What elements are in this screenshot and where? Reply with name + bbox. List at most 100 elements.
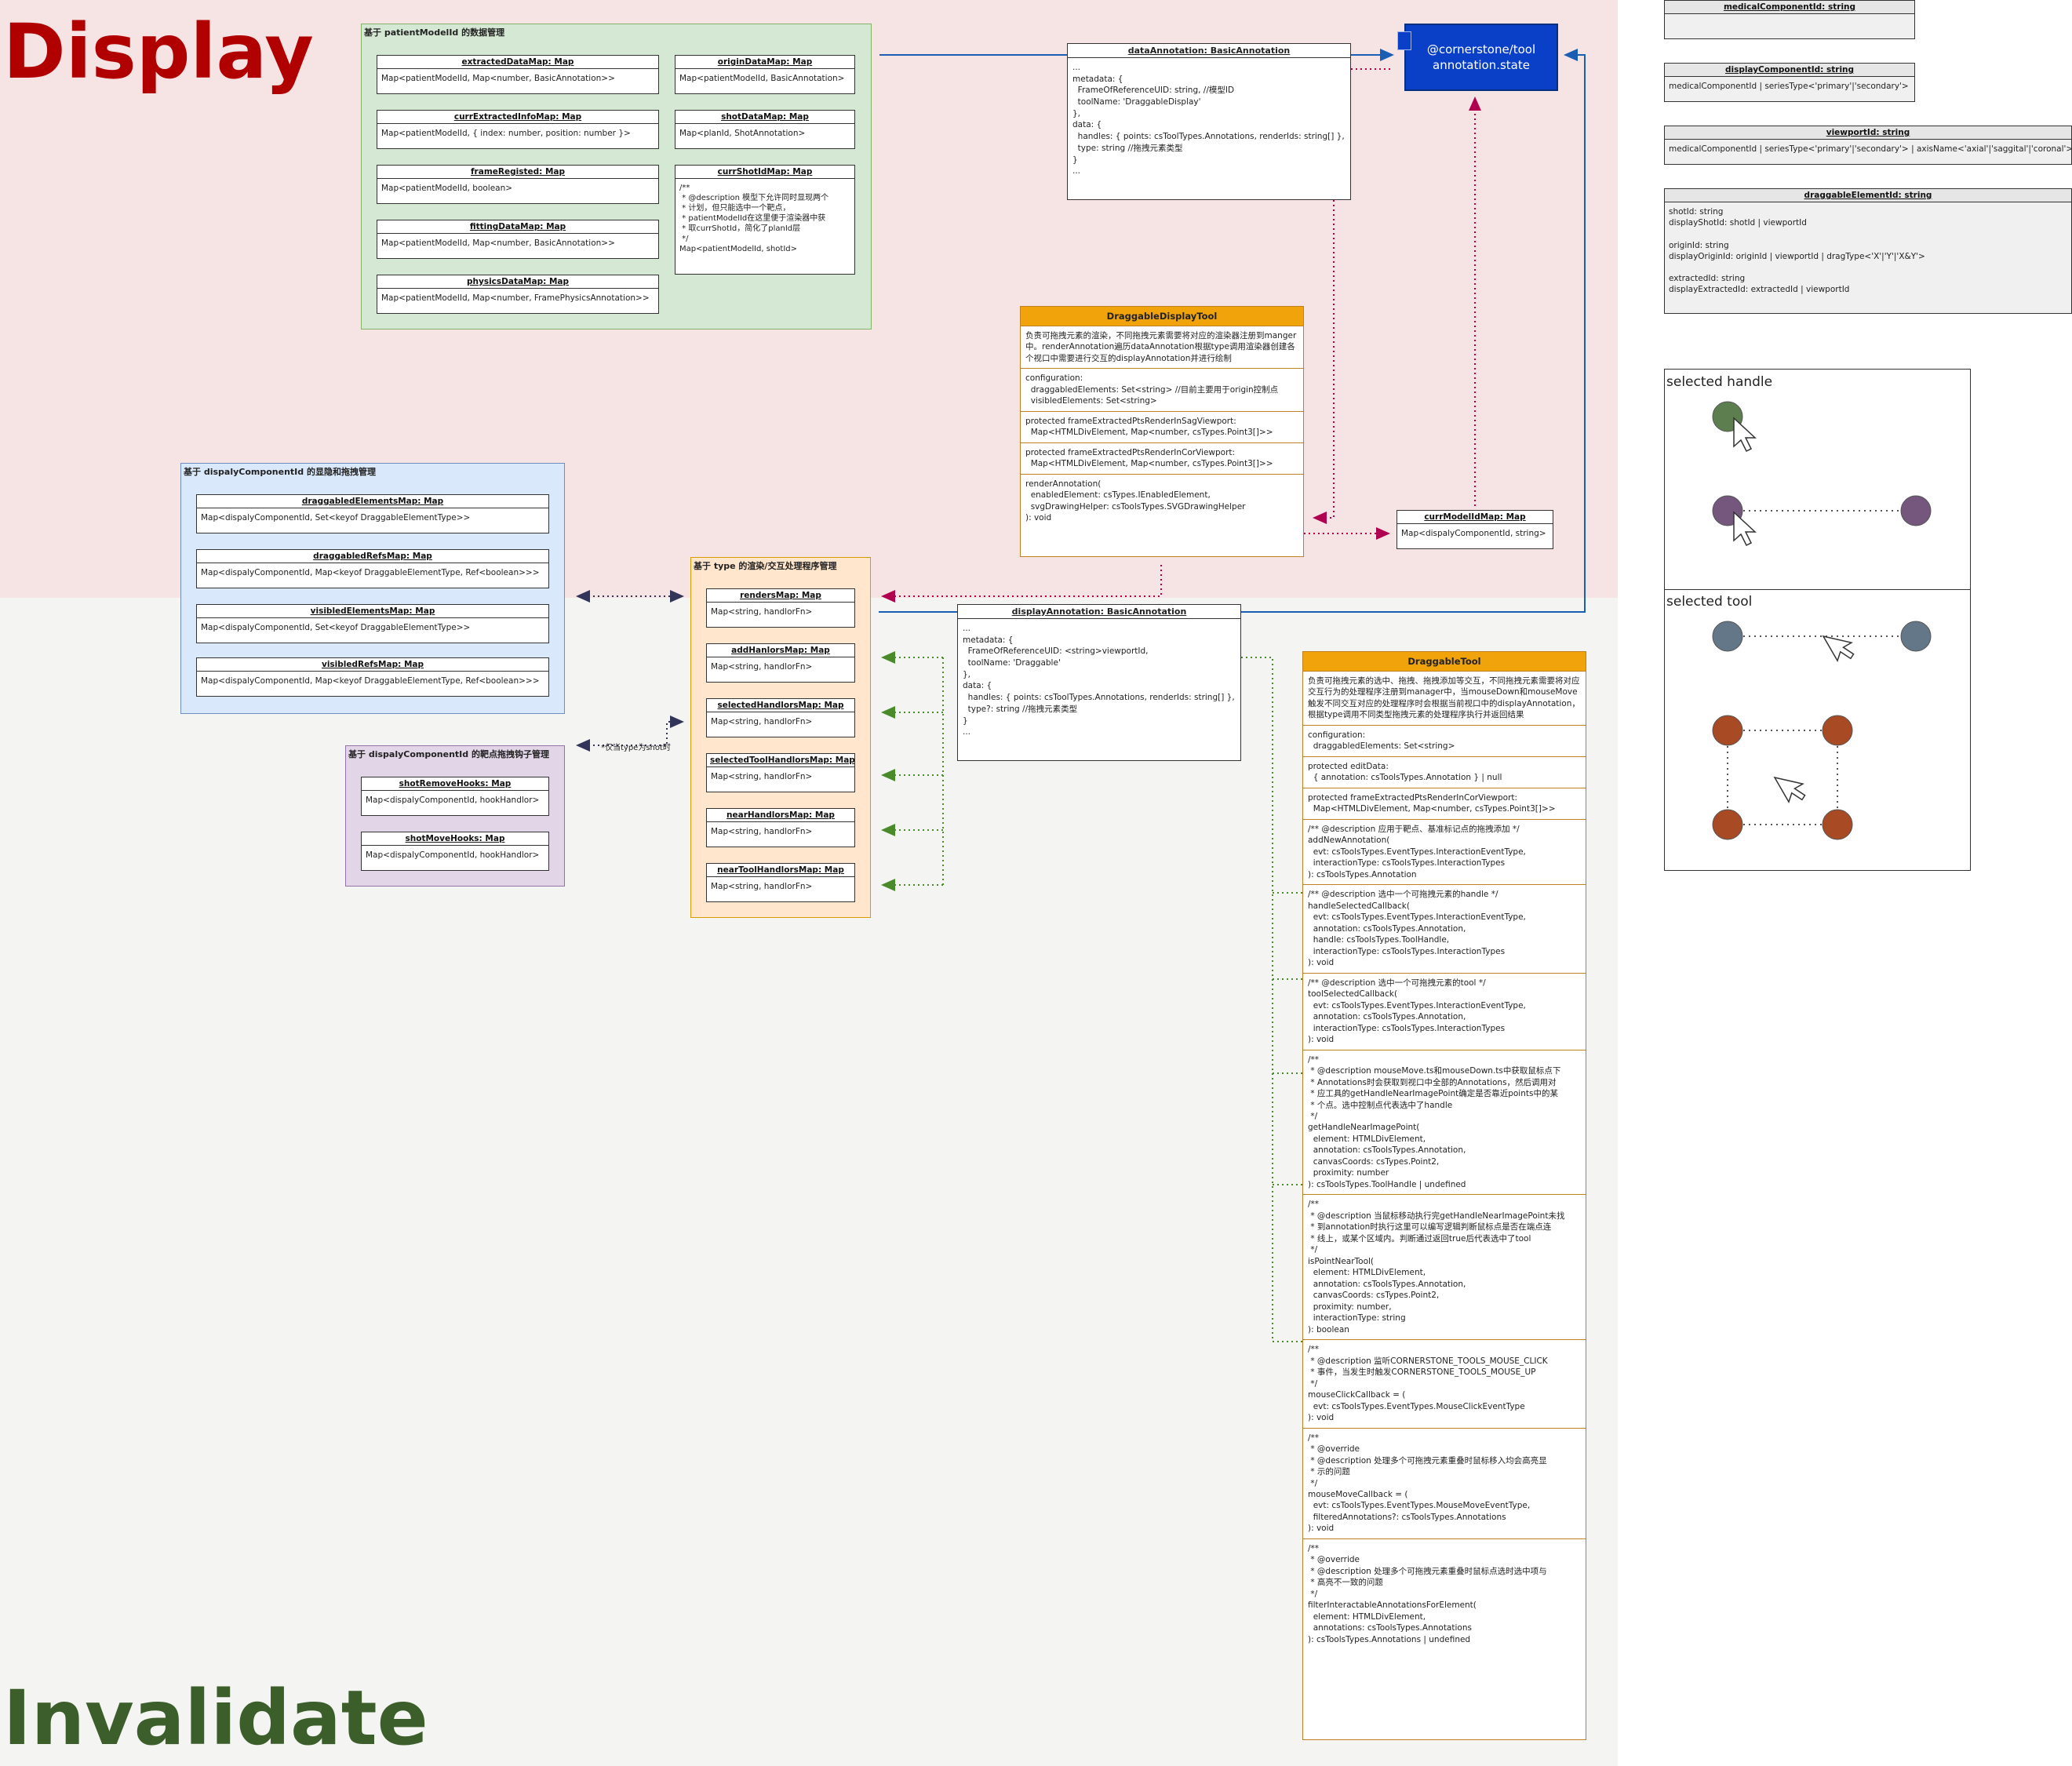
component-icon <box>1397 31 1411 50</box>
near-tool-handlors-map: nearToolHandlorsMap: Map Map<string, han… <box>706 863 855 902</box>
mouse-click-callback: /** * @description 监听CORNERSTONE_TOOLS_M… <box>1303 1340 1586 1429</box>
cornerstone-annotation-state: @cornerstone/tool annotation.state <box>1404 24 1558 91</box>
frame-registed-map: frameRegisted: Map Map<patientModelId, b… <box>377 165 659 204</box>
map-name: currExtractedInfoMap: Map <box>377 111 658 124</box>
curr-model-id-map: currModelIdMap: Map Map<dispalyComponent… <box>1397 510 1553 549</box>
near-handlors-map: nearHandlorsMap: Map Map<string, handlor… <box>706 808 855 847</box>
patient-group-title: 基于 patientModelId 的数据管理 <box>364 27 505 38</box>
map-name: selectedHandlorsMap: Map <box>707 699 854 712</box>
display-tool-title: DraggableDisplayTool <box>1021 307 1303 326</box>
shot-move-hooks: shotMoveHooks: Map Map<dispalyComponentI… <box>361 832 549 871</box>
map-name: nearToolHandlorsMap: Map <box>707 864 854 877</box>
curr-model-title: currModelIdMap: Map <box>1397 511 1553 524</box>
display-tool-cor-map: protected frameExtractedPtsRenderInCorVi… <box>1021 443 1303 475</box>
hooks-group-title: 基于 dispalyComponentId 的靶点拖拽钩子管理 <box>348 749 549 759</box>
legend-drawing <box>1712 401 1932 840</box>
id-type-name: draggableElementId: string <box>1665 189 2071 202</box>
map-type: Map<planId, ShotAnnotation> <box>679 129 806 138</box>
shot-only-note: *仅当type为shot时 <box>601 744 671 752</box>
draggabled-elements-map: draggabledElementsMap: Map Map<dispalyCo… <box>196 494 549 533</box>
get-handle-near-image-point: /** * @description mouseMove.ts和mouseDow… <box>1303 1050 1586 1196</box>
handle-point-purple <box>1900 495 1932 526</box>
cursor-icon <box>1773 776 1806 803</box>
handle-selected-callback: /** @description 选中一个可拖拽元素的handle */ han… <box>1303 885 1586 974</box>
map-type: Map<patientModelId, BasicAnnotation> <box>679 74 845 83</box>
dotted-tool-to-handler-maps <box>881 651 1302 1342</box>
map-name: selectedToolHandlorsMap: Map <box>707 754 854 767</box>
tool-point-slate-2 <box>1900 621 1932 652</box>
draggable-tool-desc: 负责可拖拽元素的选中、拖拽、拖拽添加等交互，不同拖拽元素需要将对应交互行为的处理… <box>1303 672 1586 726</box>
is-point-near-tool: /** * @description 当鼠标移动执行完getHandleNear… <box>1303 1195 1586 1341</box>
visibled-elements-map: visibledElementsMap: Map Map<dispalyComp… <box>196 604 549 643</box>
map-name: visibledElementsMap: Map <box>197 605 548 618</box>
tool-rect-links <box>1727 730 1838 825</box>
map-type: Map<string, handlorFn> <box>711 607 813 617</box>
map-type: Map<dispalyComponentId, Set<keyof Dragga… <box>201 623 471 632</box>
display-tool-sag-map: protected frameExtractedPtsRenderInSagVi… <box>1021 412 1303 443</box>
id-type-name: medicalComponentId: string <box>1665 1 1914 14</box>
display-annotation-title: displayAnnotation: BasicAnnotation <box>958 605 1240 619</box>
viewport-id-type: viewportId: string medicalComponentId | … <box>1664 126 2072 165</box>
map-name: physicsDataMap: Map <box>377 275 658 289</box>
map-name: draggabledElementsMap: Map <box>197 495 548 508</box>
id-type-body: shotId: string displayShotId: shotId | v… <box>1669 207 1925 295</box>
cursor-icon <box>1733 417 1757 453</box>
mouse-move-callback: /** * @override * @description 处理多个可拖拽元素… <box>1303 1429 1586 1539</box>
map-type: Map<patientModelId, Map<number, BasicAnn… <box>381 74 615 83</box>
selection-legend: selected handle selected tool <box>1664 369 1971 871</box>
id-type-body: medicalComponentId | seriesType<'primary… <box>1669 82 1909 91</box>
draggable-display-tool: DraggableDisplayTool 负责可拖拽元素的渲染，不同拖拽元素需要… <box>1020 306 1304 557</box>
map-type: Map<string, handlorFn> <box>711 882 813 891</box>
id-type-body: medicalComponentId | seriesType<'primary… <box>1669 144 2071 154</box>
map-name: frameRegisted: Map <box>377 166 658 179</box>
map-name: fittingDataMap: Map <box>377 220 658 234</box>
physics-data-map: physicsDataMap: Map Map<patientModelId, … <box>377 275 659 314</box>
fitting-data-map: fittingDataMap: Map Map<patientModelId, … <box>377 220 659 259</box>
display-tool-render-method: renderAnnotation( enabledElement: csType… <box>1025 479 1246 523</box>
curr-shot-id-map: currShotIdMap: Map /** * @description 模型… <box>675 165 855 275</box>
display-component-id-type: displayComponentId: string medicalCompon… <box>1664 63 1915 102</box>
map-name: draggabledRefsMap: Map <box>197 550 548 563</box>
visibled-refs-map: visibledRefsMap: Map Map<dispalyComponen… <box>196 657 549 697</box>
map-type: Map<string, handlorFn> <box>711 662 813 672</box>
cornerstone-label: @cornerstone/tool annotation.state <box>1426 42 1536 72</box>
draggable-tool-edit-data: protected editData: { annotation: csTool… <box>1303 757 1586 788</box>
shot-remove-hooks: shotRemoveHooks: Map Map<dispalyComponen… <box>361 777 549 816</box>
extracted-data-map: extractedDataMap: Map Map<patientModelId… <box>377 55 659 94</box>
filter-interactable-annotations: /** * @override * @description 处理多个可拖拽元素… <box>1308 1543 1547 1644</box>
display-annotation-box: displayAnnotation: BasicAnnotation ... m… <box>957 604 1241 761</box>
draggable-tool-title: DraggableTool <box>1303 652 1586 672</box>
data-annotation-body: ... metadata: { FrameOfReferenceUID: str… <box>1072 63 1345 177</box>
map-name: currShotIdMap: Map <box>675 166 854 179</box>
map-type: Map<patientModelId, Map<number, BasicAnn… <box>381 239 615 248</box>
handlers-group-title: 基于 type 的渲染/交互处理程序管理 <box>694 561 837 571</box>
selected-handlors-map: selectedHandlorsMap: Map Map<string, han… <box>706 698 855 737</box>
map-type: Map<dispalyComponentId, hookHandlor> <box>366 796 540 805</box>
selected-tool-handlors-map: selectedToolHandlorsMap: Map Map<string,… <box>706 753 855 792</box>
tool-point-rust-1 <box>1712 715 1743 746</box>
draggable-tool-cor-map: protected frameExtractedPtsRenderInCorVi… <box>1303 788 1586 820</box>
add-handlors-map: addHanlorsMap: Map Map<string, handlorFn… <box>706 643 855 683</box>
draggable-tool: DraggableTool 负责可拖拽元素的选中、拖拽、拖拽添加等交互，不同拖拽… <box>1302 651 1586 1740</box>
invalidate-title: Invalidate <box>3 1674 428 1762</box>
map-name: extractedDataMap: Map <box>377 56 658 69</box>
map-type: /** * @description 模型下允许同时显现两个 * 计划，但只能选… <box>679 184 829 253</box>
tool-point-rust-4 <box>1822 809 1853 840</box>
id-type-name: displayComponentId: string <box>1665 64 1914 77</box>
id-type-body <box>1665 14 1914 22</box>
display-tool-config: configuration: draggabledElements: Set<s… <box>1021 369 1303 412</box>
display-title: Display <box>3 8 314 96</box>
display-annotation-body: ... metadata: { FrameOfReferenceUID: <st… <box>963 624 1235 737</box>
dotted-data-annotation-to-render <box>1313 200 1335 524</box>
tool-point-slate-1 <box>1712 621 1743 652</box>
dotted-render-to-handlers <box>881 565 1162 603</box>
tool-selected-callback: /** @description 选中一个可拖拽元素的tool */ toolS… <box>1303 974 1586 1050</box>
draggable-tool-config: configuration: draggabledElements: Set<s… <box>1303 726 1586 757</box>
map-type: Map<dispalyComponentId, Map<keyof Dragga… <box>201 676 540 686</box>
map-name: shotRemoveHooks: Map <box>362 777 548 791</box>
map-name: visibledRefsMap: Map <box>197 658 548 672</box>
map-name: nearHandlorsMap: Map <box>707 809 854 822</box>
map-type: Map<dispalyComponentId, Set<keyof Dragga… <box>201 513 471 523</box>
map-type: Map<string, handlorFn> <box>711 772 813 781</box>
curr-model-body: Map<dispalyComponentId, string> <box>1401 529 1546 538</box>
